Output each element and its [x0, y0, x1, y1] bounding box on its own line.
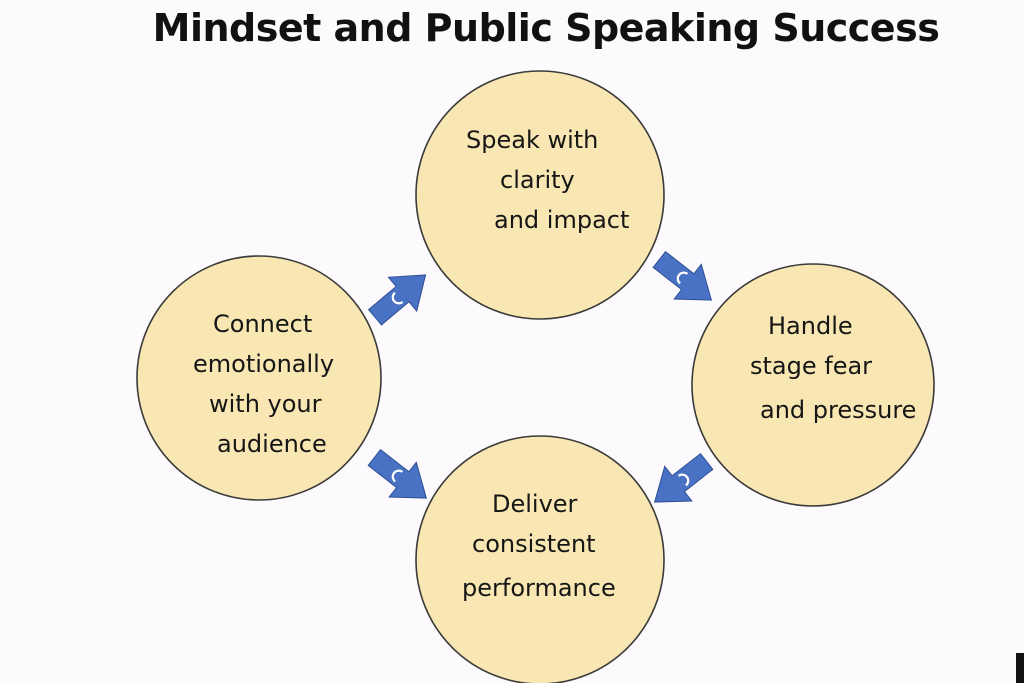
node-label-line: with your: [209, 390, 322, 418]
node-label-line: consistent: [472, 530, 596, 558]
node-label-line: performance: [462, 574, 616, 602]
node-label-bottom: Deliver consistent performance: [462, 484, 616, 604]
node-label-line: Deliver: [492, 490, 578, 518]
node-label-line: clarity: [500, 166, 575, 194]
node-label-left: Connect emotionally with your audience: [193, 304, 334, 464]
node-label-line: and pressure: [760, 396, 917, 424]
node-circle-right: [691, 263, 935, 507]
node-label-line: audience: [217, 430, 327, 458]
node-label-line: and impact: [494, 206, 630, 234]
node-circle-top: [415, 70, 665, 320]
node-label-line: Connect: [213, 310, 313, 338]
node-label-line: Speak with: [466, 126, 599, 154]
node-label-line: Handle: [768, 312, 853, 340]
page-title: Mindset and Public Speaking Success: [152, 6, 940, 50]
node-label-top: Speak with clarity and impact: [464, 120, 629, 240]
arrow-left-to-bottom: [367, 448, 428, 499]
arrow-left-to-top: [367, 274, 427, 326]
node-circle-left: [136, 255, 382, 501]
corner-mark: [1016, 653, 1024, 683]
node-label-line: emotionally: [193, 350, 335, 378]
node-circle-bottom: [415, 435, 665, 683]
node-label-line: stage fear: [750, 352, 873, 380]
node-label-right: Handle stage fear and pressure: [748, 306, 916, 426]
arrow-right-to-bottom: [653, 452, 714, 503]
arrow-top-to-right: [652, 250, 713, 301]
